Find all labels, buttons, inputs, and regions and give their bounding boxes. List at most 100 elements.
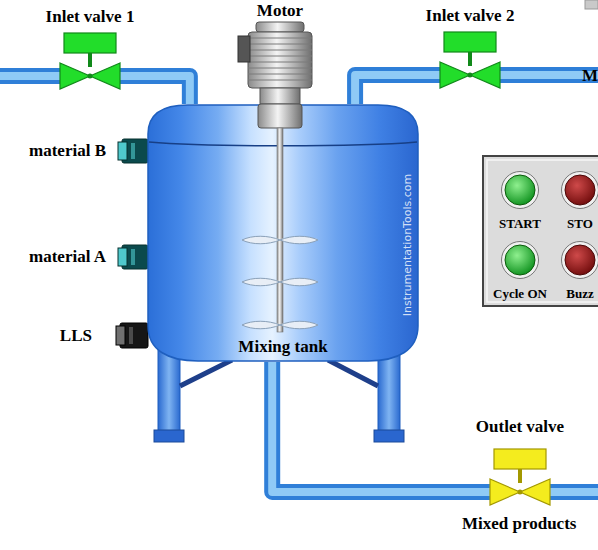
motor-fin xyxy=(248,56,312,57)
sensor-shape xyxy=(118,245,148,269)
leg-foot xyxy=(154,430,184,442)
button-node: START xyxy=(501,171,539,209)
corner-panel xyxy=(585,0,598,9)
valve-hub xyxy=(518,490,523,495)
button-label: START xyxy=(499,217,541,232)
valve-shape xyxy=(490,449,550,507)
valve-hub xyxy=(468,73,473,78)
motor-fin xyxy=(248,62,312,63)
sensor-highlight xyxy=(129,327,133,344)
sensor-face xyxy=(118,248,127,266)
push-button xyxy=(565,175,595,205)
tank-lid-seam xyxy=(149,142,417,146)
watermark: InstrumentationTools.com xyxy=(402,174,415,316)
valve-shape xyxy=(60,33,120,91)
sensor-face xyxy=(116,326,125,345)
control-panel xyxy=(483,156,598,306)
button-shape xyxy=(561,241,598,279)
valve-body xyxy=(520,479,550,505)
motor-flange xyxy=(260,88,300,104)
motor-fin xyxy=(248,80,312,81)
pipe-highlight xyxy=(120,76,190,104)
valve-body xyxy=(440,62,470,88)
terminal-box xyxy=(238,36,250,62)
impeller-blade xyxy=(280,236,318,244)
button-ring xyxy=(562,172,598,209)
button-label: Cycle ON xyxy=(493,287,547,302)
valve-body xyxy=(490,479,520,505)
valve-actuator xyxy=(444,32,496,52)
valve-actuator xyxy=(494,449,546,469)
motor-fin xyxy=(248,68,312,69)
valve-node: Inlet valve 2 xyxy=(440,32,500,90)
pipe-connector xyxy=(355,75,440,104)
motor-shape xyxy=(238,22,322,104)
sensor-highlight xyxy=(131,143,135,159)
agitator-shaft xyxy=(277,128,283,332)
tank-shape xyxy=(148,104,418,362)
impeller-blade xyxy=(242,236,280,244)
motor-label: Motor xyxy=(257,1,303,21)
valve-body xyxy=(60,63,90,89)
sensor-label: LLS xyxy=(60,326,92,346)
button-ring xyxy=(502,172,539,209)
inlet-pipe xyxy=(0,68,64,84)
pipe-connector xyxy=(120,76,190,104)
button-label: STO xyxy=(567,217,593,232)
button-ring xyxy=(502,242,539,279)
valve-hub xyxy=(88,74,93,79)
valve-body xyxy=(470,62,500,88)
button-label: Buzz xyxy=(566,287,593,302)
sensor-node: material B xyxy=(118,139,148,163)
motor-fin xyxy=(248,44,312,45)
motor-cap xyxy=(256,22,304,32)
valve-stem xyxy=(88,53,92,67)
pipe-highlight xyxy=(272,362,490,492)
button-ring xyxy=(562,242,598,279)
sensor-shape xyxy=(116,323,148,348)
motor-node: Motor xyxy=(238,22,322,104)
valve-body xyxy=(90,63,120,89)
impeller-blade xyxy=(242,278,280,286)
shaft-coupling xyxy=(258,104,302,128)
pipe-highlight xyxy=(355,75,440,104)
sensor-highlight xyxy=(131,249,135,265)
sensor-label: material A xyxy=(29,247,106,267)
motor-fin xyxy=(248,74,312,75)
sensor-node: LLS xyxy=(116,323,148,348)
product-label: Mixed products xyxy=(462,514,576,534)
motor-fin xyxy=(248,38,312,39)
tank-label: Mixing tank xyxy=(148,337,418,357)
button-node: STO xyxy=(561,171,598,209)
valve-label: Inlet valve 2 xyxy=(426,6,515,26)
button-shape xyxy=(561,171,598,209)
impeller-blade xyxy=(280,321,318,329)
valve-node: Inlet valve 1 xyxy=(60,33,120,91)
impeller-blade xyxy=(280,278,318,286)
impeller-blade xyxy=(242,321,280,329)
valve-stem xyxy=(468,52,472,66)
panel-bevel xyxy=(487,160,598,302)
motor-fin xyxy=(248,50,312,51)
pipe-label: M xyxy=(582,66,598,86)
pipe-highlight xyxy=(0,72,64,80)
motor-body xyxy=(248,32,312,88)
outlet-pipe xyxy=(548,484,598,500)
valve-stem xyxy=(518,469,522,483)
button-node: Buzz xyxy=(561,241,598,279)
leg-brace xyxy=(328,360,378,386)
valve-label: Inlet valve 1 xyxy=(46,7,135,27)
push-button xyxy=(565,245,595,275)
leg-foot xyxy=(374,430,404,442)
push-button xyxy=(505,245,535,275)
tank-body xyxy=(148,105,418,361)
sensor-shape xyxy=(118,139,148,163)
sensor-node: material A xyxy=(118,245,148,269)
sensor-label: material B xyxy=(29,141,106,161)
valve-shape xyxy=(440,32,500,90)
button-shape xyxy=(501,241,539,279)
sensor-face xyxy=(118,142,127,160)
push-button xyxy=(505,175,535,205)
